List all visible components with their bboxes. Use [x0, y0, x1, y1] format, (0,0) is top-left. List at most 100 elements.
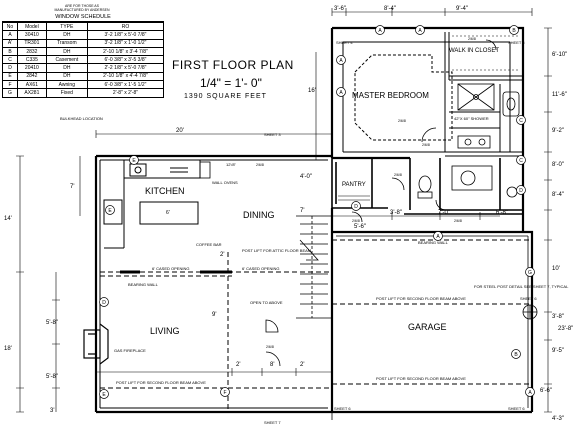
dim-label: 5'-8": [46, 320, 58, 326]
sheet-ref: SHEET 3: [264, 132, 281, 137]
stair: [296, 215, 333, 319]
plan-scale: 1/4" = 1'- 0": [200, 76, 262, 90]
sheet-ref: SHEET 4: [336, 40, 353, 45]
plan-title: FIRST FLOOR PLAN: [172, 58, 294, 72]
dim-label: 2': [236, 362, 240, 368]
cell: G: [2, 88, 18, 98]
note-bearing-wall: BEARING WALL: [418, 240, 449, 245]
door-tag: 2/6/8: [266, 345, 274, 349]
dim-label: 10': [552, 266, 560, 272]
dim-label: 9'-2": [552, 128, 564, 134]
master-interior-walls: [342, 32, 523, 157]
garage-inner: [336, 235, 538, 408]
dim-label: 8'-4": [552, 192, 564, 198]
note-bulkhead: BULKHEAD LOCATION: [60, 116, 103, 121]
door-tag: 2/6/8: [352, 219, 360, 223]
note-post-second: POST LIFT FOR SECOND FLOOR BEAM ABOVE: [376, 296, 466, 301]
title-block: FIRST FLOOR PLAN 1/4" = 1'- 0" 1390 SQUA…: [172, 58, 322, 100]
note-cased-opening: 6' CASED OPENING: [152, 266, 189, 271]
dim-label: 6'-6": [540, 388, 552, 394]
dim-label: 4'-0": [300, 174, 312, 180]
room-labels: KITCHEN DINING LIVING GARAGE MASTER BEDR…: [145, 48, 499, 336]
door-tag: 2/6/8: [468, 37, 476, 41]
door-tag: 2/6/8: [422, 143, 430, 147]
door-tags: 2/6/8 2/6/8 2/6/8 2/6/8 2/6/8 2/6/8 2/6/…: [256, 37, 476, 349]
sheet-ref: SHEET 7: [264, 420, 281, 425]
window-tag: G: [528, 270, 532, 276]
dim-label: 23'-8": [558, 326, 573, 332]
note-bearing-wall: BEARING WALL: [128, 282, 159, 287]
plan-notes: BULKHEAD LOCATION WALL OVENS COFFEE BAR …: [60, 40, 569, 425]
door-tag: 2/6/8: [398, 119, 406, 123]
sheet-ref: SHEET 6: [520, 296, 537, 301]
dim-label: 7'-0": [438, 210, 450, 216]
pantry-block-walls: [331, 158, 523, 215]
room-label-kitchen: KITCHEN: [145, 186, 185, 196]
doors: [265, 39, 497, 420]
room-label-dining: DINING: [243, 210, 275, 220]
window-tag: E: [132, 158, 136, 164]
dim-label: 6': [166, 210, 170, 216]
window-tag: D: [354, 204, 358, 210]
window-schedule: ARE FOR THOSE AS MANUFACTURED BY ANDERSE…: [2, 4, 165, 98]
room-label-pantry: PANTRY: [342, 182, 366, 188]
dim-label: 16': [308, 88, 316, 94]
dim-label: 9': [212, 312, 216, 318]
powder-fixtures: [417, 165, 518, 199]
dim-label: 5'-6": [354, 224, 366, 230]
door-tag: 2/6/8: [454, 219, 462, 223]
master-suite-walls: [330, 26, 525, 232]
wall-ovens: [199, 161, 211, 179]
window-tag: B: [514, 352, 518, 358]
dim-label: 14': [4, 216, 12, 222]
dim-label: 2': [300, 362, 304, 368]
kitchen-island: [139, 201, 199, 225]
room-label-walk-in-closet: WALK IN CLOSET: [449, 48, 499, 54]
master-bath-fixtures: [457, 91, 520, 149]
note-post-second: POST LIFT FOR SECOND FLOOR BEAM ABOVE: [116, 380, 206, 385]
dim-label: 9'-5": [552, 348, 564, 354]
window-tag: D: [519, 188, 523, 194]
window-tags: [99, 25, 535, 399]
dim-label: 7': [70, 184, 74, 190]
dimension-lines: [16, 8, 552, 413]
window-tag: D: [102, 300, 106, 306]
window-tag: E: [102, 392, 106, 398]
window-tag: A: [436, 234, 440, 240]
dim-label: 8': [270, 362, 274, 368]
cell: 2'-8" x 2'-8": [86, 88, 165, 98]
window-tag: A: [339, 58, 343, 64]
dim-label: 11'-6": [552, 92, 567, 98]
cell: Fixed: [45, 88, 88, 98]
note-post-attic: POST LIFT FOR ATTIC FLOOR BEAM: [242, 248, 311, 253]
dim-label: 6'-10": [552, 52, 567, 58]
note-wall-ovens: WALL OVENS: [212, 180, 238, 185]
fireplace: [83, 323, 109, 365]
dim-label: 20': [176, 128, 184, 134]
pantry-shelves: [338, 195, 370, 201]
window-tag: A: [339, 90, 343, 96]
dim-label: 18': [4, 346, 12, 352]
window-tag: C: [519, 118, 523, 124]
note-steel-post: FOR STEEL POST DETAIL SEE SHEET 7, TYPIC…: [474, 284, 569, 289]
window-tag: E: [108, 208, 112, 214]
closet-shelves: [452, 35, 518, 71]
plan-area: 1390 SQUARE FEET: [184, 93, 267, 100]
room-label-garage: GARAGE: [408, 322, 447, 332]
room-label-master-bedroom: MASTER BEDROOM: [352, 91, 429, 100]
note-post-second: POST LIFT FOR SECOND FLOOR BEAM ABOVE: [376, 376, 466, 381]
dim-label: 2': [220, 252, 224, 258]
dim-label: 9'-4": [456, 6, 468, 12]
dim-label: 12'/8": [226, 162, 237, 167]
note-coffee-bar: COFFEE BAR: [196, 242, 222, 247]
schedule-title: WINDOW SCHEDULE: [2, 14, 164, 22]
dim-label: 3'-6": [334, 6, 346, 12]
manufacturer-note: ARE FOR THOSE AS MANUFACTURED BY ANDERSE…: [54, 4, 110, 12]
sheet-ref: SHEET 6: [334, 406, 351, 411]
dim-label: 8'-4": [384, 6, 396, 12]
window-tag: C: [519, 158, 523, 164]
dim-label: 6'-8": [496, 210, 508, 216]
door-tag: 2/6/8: [256, 163, 264, 167]
